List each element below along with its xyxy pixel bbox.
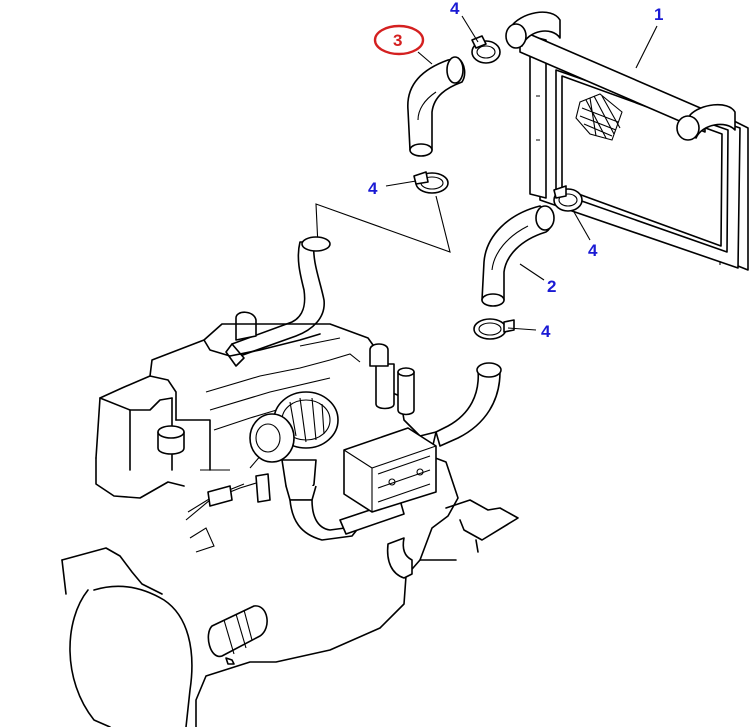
clamp-top[interactable] xyxy=(471,35,501,64)
callout-label-upper-hose: 3 xyxy=(393,31,402,50)
starter-motor xyxy=(207,605,268,665)
clamp-low[interactable] xyxy=(473,318,515,340)
lower-hose[interactable] xyxy=(481,205,555,307)
turbocharger xyxy=(249,391,339,501)
callout-label-clamp-right: 4 xyxy=(588,241,598,260)
callout-label-clamp-low: 4 xyxy=(541,322,551,341)
radiator-mesh xyxy=(575,93,623,141)
callout-label-clamp-top: 4 xyxy=(450,0,460,18)
highlight-ring xyxy=(373,24,425,56)
callout-label-lower-hose: 2 xyxy=(547,277,556,296)
radiator-assembly[interactable] xyxy=(505,11,749,271)
leader-lines xyxy=(385,15,658,331)
clamp-mid[interactable] xyxy=(413,171,449,194)
callout-highlight-upper-hose[interactable]: 3 xyxy=(373,24,425,56)
aftercooler xyxy=(343,427,437,513)
callout-label-clamp-mid: 4 xyxy=(368,179,378,198)
clamp-right[interactable] xyxy=(553,185,583,212)
callout-label-radiator: 1 xyxy=(654,5,663,24)
upper-hose[interactable] xyxy=(407,56,466,157)
connection-leader xyxy=(315,195,451,253)
engine-assembly xyxy=(61,236,519,727)
